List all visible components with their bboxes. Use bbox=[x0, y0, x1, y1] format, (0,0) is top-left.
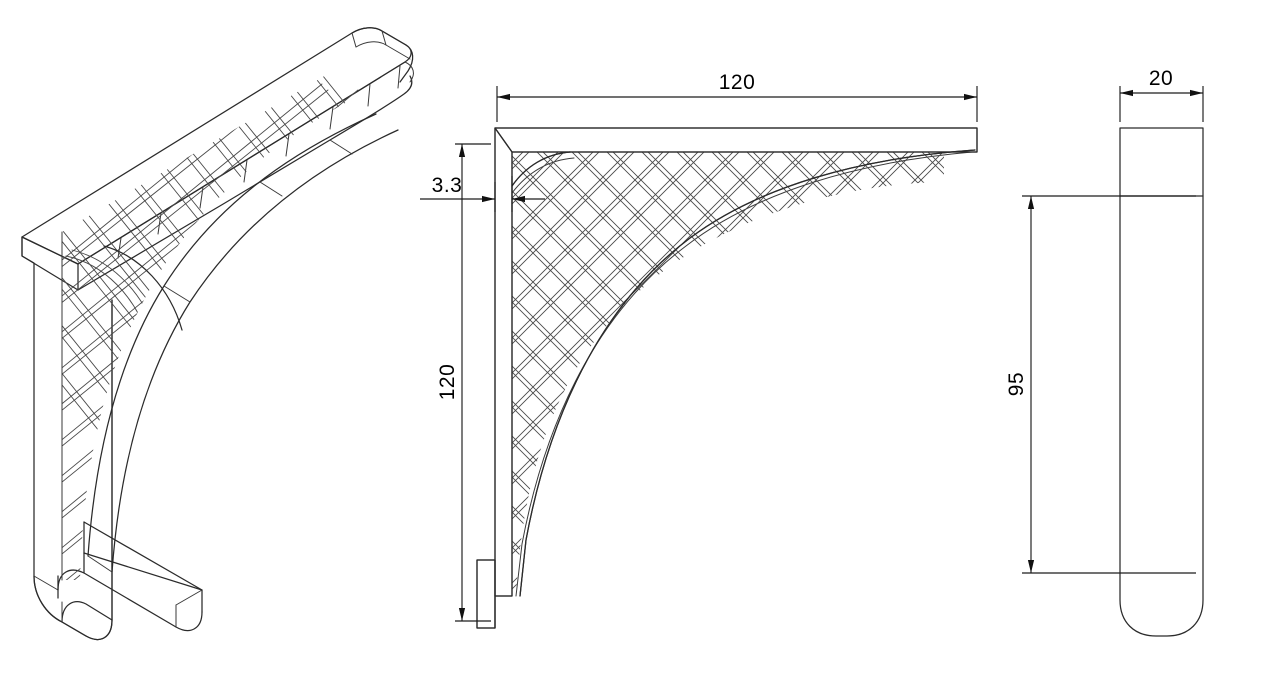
front-corner-fillet-2 bbox=[511, 157, 575, 194]
dim-side-depth: 20 bbox=[1119, 67, 1204, 122]
dim-overall-height: 120 bbox=[436, 143, 491, 622]
front-foot-overlay bbox=[476, 559, 496, 629]
dim-side-height: 95 bbox=[1005, 195, 1196, 574]
side-dimensions: 20 95 bbox=[1005, 67, 1204, 574]
dim-label-wall-thickness: 3.3 bbox=[432, 174, 463, 197]
iso-web-outer-curve bbox=[87, 113, 399, 573]
iso-corner-fillet bbox=[103, 245, 183, 331]
side-outline bbox=[1119, 127, 1204, 637]
iso-vertical-leg bbox=[21, 236, 203, 641]
front-fillet-overlay bbox=[511, 151, 571, 187]
front-inner-curve-overlay bbox=[519, 149, 976, 597]
dim-overall-width: 120 bbox=[496, 71, 978, 122]
dim-label-side-depth: 20 bbox=[1149, 67, 1173, 90]
dim-wall-thickness: 3.3 bbox=[420, 174, 545, 212]
front-dimensions: 120 120 3.3 bbox=[420, 71, 978, 622]
dim-label-side-height: 95 bbox=[1005, 372, 1028, 396]
dim-label-overall-width: 120 bbox=[719, 71, 756, 94]
dim-label-overall-height: 120 bbox=[436, 364, 459, 401]
